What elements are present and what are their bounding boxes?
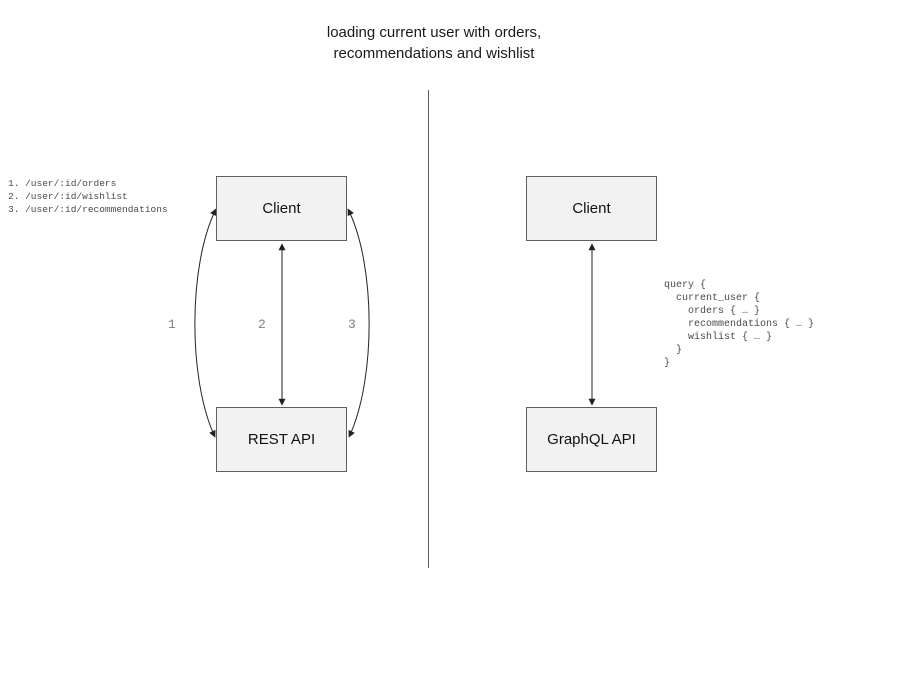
rest-api-label: REST API [247,431,316,448]
graphql-client-label: Client [572,200,611,217]
graphql-client-box: Client [526,176,657,241]
graphql-api-box: GraphQL API [526,407,657,472]
graphql-query-code: query { current_user { orders { … } reco… [664,280,815,369]
rest-arrow-2-label: 2 [258,317,266,332]
rest-arrow-1-label: 1 [168,317,176,332]
rest-client-box: Client [216,176,347,241]
rest-arrow-3-label: 3 [348,317,356,332]
rest-client-label: Client [262,200,301,217]
graphql-api-label: GraphQL API [547,431,636,448]
diagram-title: loading current user with orders, recomm… [326,24,542,62]
rest-api-box: REST API [216,407,347,472]
rest-endpoint-list: 1. /user/:id/orders 2. /user/:id/wishlis… [8,178,168,215]
vertical-divider [428,90,429,568]
rest-arrow-1-curve [194,208,217,438]
